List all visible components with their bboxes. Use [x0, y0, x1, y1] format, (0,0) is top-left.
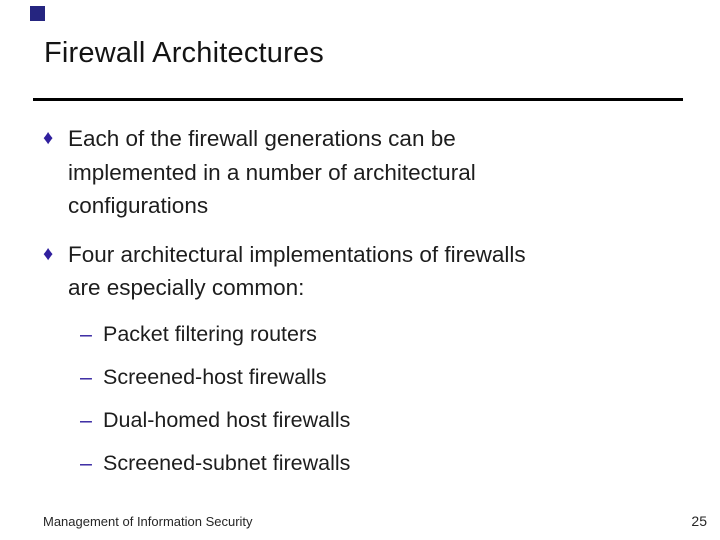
slide-body: ♦ Each of the firewall generations can b…	[43, 122, 705, 480]
bullet-text-line: implemented in a number of architectural	[68, 159, 476, 185]
slide-logo-square	[30, 6, 45, 21]
bullet-text-line: are especially common:	[68, 275, 305, 300]
diamond-bullet-icon: ♦	[43, 127, 54, 149]
sub-bullet-item: – Screened-subnet firewalls	[45, 447, 705, 480]
bullet-text-line: Each of the firewall generations can be	[68, 126, 456, 151]
bullet-item: ♦ Four architectural implementations of …	[43, 238, 705, 305]
title-divider	[33, 98, 683, 101]
page-number: 25	[691, 513, 707, 529]
sub-bullet-label: Packet filtering routers	[103, 321, 317, 346]
diamond-bullet-icon: ♦	[43, 242, 54, 265]
footer-course-title: Management of Information Security	[43, 514, 253, 529]
dash-bullet-icon: –	[80, 321, 92, 346]
sub-bullet-label: Dual-homed host firewalls	[103, 407, 351, 432]
dash-bullet-icon: –	[80, 364, 92, 389]
dash-bullet-icon: –	[80, 407, 92, 432]
sub-bullet-list: – Packet filtering routers – Screened-ho…	[45, 318, 705, 480]
sub-bullet-label: Screened-host firewalls	[103, 364, 327, 389]
sub-bullet-item: – Screened-host firewalls	[45, 361, 705, 394]
page-title: Firewall Architectures	[44, 37, 324, 69]
sub-bullet-item: – Dual-homed host firewalls	[45, 404, 705, 437]
bullet-item: ♦ Each of the firewall generations can b…	[43, 122, 705, 223]
sub-bullet-label: Screened-subnet firewalls	[103, 450, 351, 475]
dash-bullet-icon: –	[80, 450, 92, 475]
bullet-text-line: configurations	[68, 193, 209, 218]
bullet-text-line: Four architectural implementations of fi…	[68, 241, 526, 267]
sub-bullet-item: – Packet filtering routers	[45, 318, 705, 351]
